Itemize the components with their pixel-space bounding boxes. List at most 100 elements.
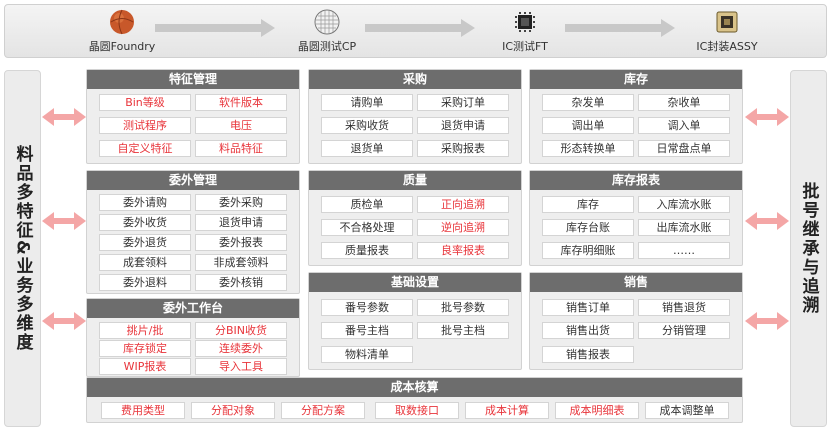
module-item[interactable]: 退货单 [321,140,413,157]
module-item[interactable]: 成本计算 [465,402,549,419]
module-item[interactable]: 连续委外 [195,340,287,357]
module-item[interactable]: 销售出货 [542,322,634,339]
module-item[interactable]: 委外退货 [99,234,191,251]
module-item[interactable]: 采购报表 [417,140,509,157]
flow-step-assy: IC封装ASSY [667,9,787,54]
process-flow-bar: 晶圆Foundry 晶圆测试CP IC测试FT IC封装ASSY [4,4,827,58]
flow-arrow-icon [565,19,675,37]
module-item[interactable]: 分销管理 [638,322,730,339]
module-item[interactable]: 良率报表 [417,242,509,259]
module-item[interactable]: 正向追溯 [417,196,509,213]
panel-feature-management: 特征管理 Bin等级 软件版本 测试程序 电压 自定义特征 料品特征 [86,69,300,164]
module-item[interactable]: 导入工具 [195,358,287,375]
double-arrow-icon [745,108,789,126]
panel-inventory: 库存 杂发单 杂收单 调出单 调入单 形态转换单 日常盘点单 [529,69,743,164]
double-arrow-icon [42,108,86,126]
module-item[interactable]: 杂发单 [542,94,634,111]
module-item[interactable]: 分配方案 [281,402,365,419]
module-item[interactable]: 分BIN收货 [195,322,287,339]
right-side-label: 批号继承与追溯 [798,182,819,315]
module-item[interactable]: 批号参数 [417,299,509,316]
left-side-label: 料品多特征&业务多维度 [12,145,33,352]
module-item[interactable]: 退货申请 [417,117,509,134]
module-item[interactable]: 逆向追溯 [417,219,509,236]
module-item[interactable]: 委外采购 [195,194,287,211]
module-item[interactable]: 请购单 [321,94,413,111]
wafer-grid-icon [314,9,340,35]
module-item[interactable]: 费用类型 [101,402,185,419]
panel-outsource-management: 委外管理 委外请购 委外采购 委外收货 退货申请 委外退货 委外报表 成套领料 … [86,170,300,294]
flow-step-cp: 晶圆测试CP [267,9,387,54]
module-item[interactable]: 质量报表 [321,242,413,259]
panel-title: 质量 [309,171,521,190]
module-item[interactable]: 销售订单 [542,299,634,316]
panel-title: 库存报表 [530,171,742,190]
panel-basic-settings: 基础设置 番号参数 批号参数 番号主档 批号主档 物料清单 [308,272,522,370]
module-item[interactable]: 日常盘点单 [638,140,730,157]
module-item[interactable]: 库存明细账 [542,242,634,259]
panel-title: 库存 [530,70,742,89]
module-item[interactable]: 番号参数 [321,299,413,316]
module-item[interactable]: 分配对象 [191,402,275,419]
module-item[interactable]: 销售报表 [542,346,634,363]
module-item[interactable]: 采购收货 [321,117,413,134]
module-item[interactable]: 成本调整单 [645,402,729,419]
flow-arrow-icon [155,19,275,37]
panel-title: 委外管理 [87,171,299,190]
flow-step-label: 晶圆测试CP [297,40,357,53]
module-item[interactable]: 形态转换单 [542,140,634,157]
module-item[interactable]: 库存台账 [542,219,634,236]
module-item[interactable]: 退货申请 [195,214,287,231]
module-item[interactable]: 出库流水账 [638,219,730,236]
panel-quality: 质量 质检单 正向追溯 不合格处理 逆向追溯 质量报表 良率报表 [308,170,522,266]
panel-cost-accounting: 成本核算 费用类型 分配对象 分配方案 取数接口 成本计算 成本明细表 成本调整… [86,377,743,423]
double-arrow-icon [745,212,789,230]
module-item[interactable]: 委外请购 [99,194,191,211]
module-item[interactable]: 料品特征 [195,140,287,157]
module-item[interactable]: 库存 [542,196,634,213]
flow-step-label: 晶圆Foundry [88,40,156,53]
module-item[interactable]: 委外退料 [99,274,191,291]
module-item[interactable]: WIP报表 [99,358,191,375]
module-item[interactable]: 库存锁定 [99,340,191,357]
module-item[interactable]: 取数接口 [375,402,459,419]
panel-title: 特征管理 [87,70,299,89]
module-item[interactable]: 自定义特征 [99,140,191,157]
module-item[interactable]: 挑片/批 [99,322,191,339]
module-item[interactable]: 批号主档 [417,322,509,339]
flow-step-label: IC封装ASSY [696,40,758,53]
module-item[interactable]: 采购订单 [417,94,509,111]
module-item[interactable]: 调出单 [542,117,634,134]
panel-title: 委外工作台 [87,299,299,318]
module-item[interactable]: 非成套领料 [195,254,287,271]
module-item[interactable]: 委外报表 [195,234,287,251]
module-item[interactable]: 销售退货 [638,299,730,316]
chip-icon [512,9,538,35]
module-item[interactable]: 委外核销 [195,274,287,291]
module-item[interactable]: 杂收单 [638,94,730,111]
module-item[interactable]: 质检单 [321,196,413,213]
panel-title: 成本核算 [87,378,742,397]
module-item[interactable]: 成套领料 [99,254,191,271]
module-item[interactable]: 成本明细表 [555,402,639,419]
panel-title: 基础设置 [309,273,521,292]
panel-inventory-reports: 库存报表 库存 入库流水账 库存台账 出库流水账 库存明细账 …… [529,170,743,266]
flow-step-label: IC测试FT [502,40,548,53]
module-item[interactable]: 番号主档 [321,322,413,339]
module-item[interactable]: …… [638,242,730,259]
panel-outsource-workbench: 委外工作台 挑片/批 分BIN收货 库存锁定 连续委外 WIP报表 导入工具 [86,298,300,377]
module-item[interactable]: 调入单 [638,117,730,134]
module-item[interactable]: Bin等级 [99,94,191,111]
module-item[interactable]: 入库流水账 [638,196,730,213]
module-item[interactable]: 测试程序 [99,117,191,134]
package-icon [714,9,740,35]
flow-arrow-icon [365,19,475,37]
module-item[interactable]: 委外收货 [99,214,191,231]
module-item[interactable]: 电压 [195,117,287,134]
module-item[interactable]: 不合格处理 [321,219,413,236]
panel-title: 采购 [309,70,521,89]
double-arrow-icon [745,312,789,330]
module-item[interactable]: 软件版本 [195,94,287,111]
module-item[interactable]: 物料清单 [321,346,413,363]
double-arrow-icon [42,312,86,330]
